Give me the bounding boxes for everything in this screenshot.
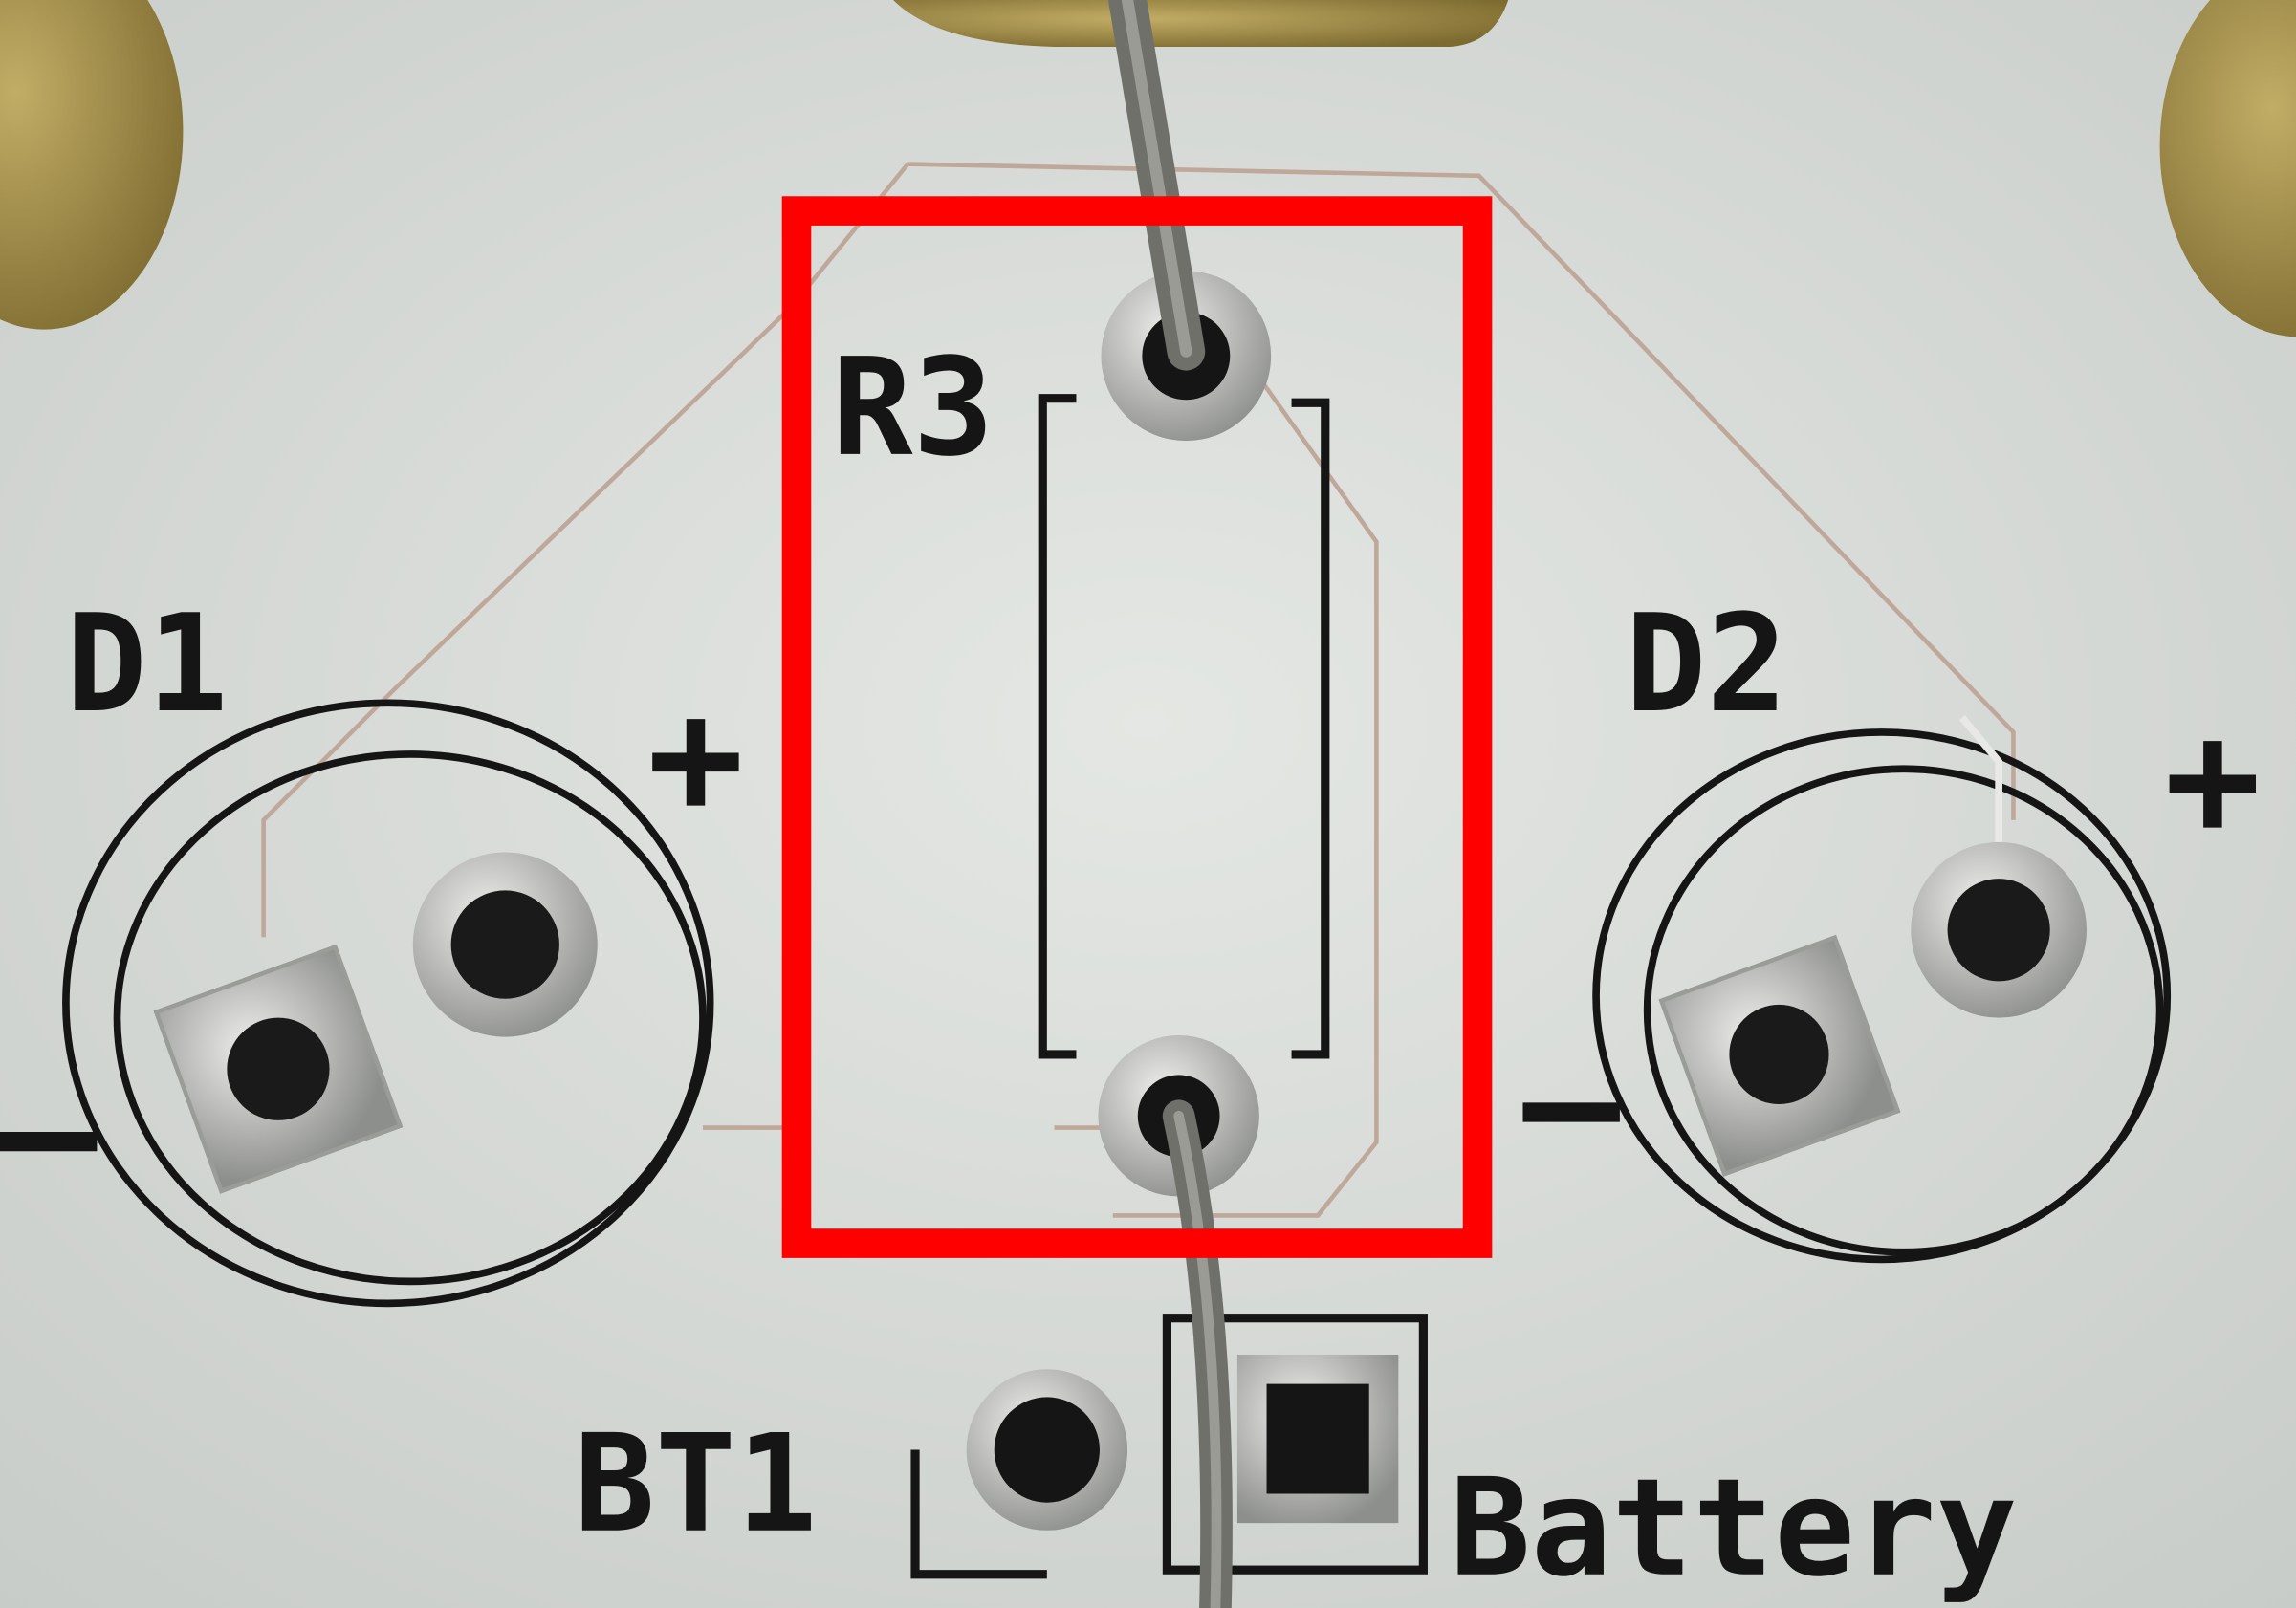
board-outline-trace (261, 162, 2016, 1218)
battery-label: Battery (1450, 1450, 2018, 1607)
d2-footprint (1592, 715, 2172, 1264)
d2-minus-label: – (1523, 1008, 1621, 1195)
bt1-label: BT1 (574, 1406, 817, 1563)
r3-label: R3 (832, 330, 995, 487)
r3-highlight-box (781, 196, 1493, 1258)
d2-label: D2 (1626, 586, 1788, 743)
d1-minus-label: – (0, 1037, 98, 1225)
d1-plus-label: + (647, 663, 744, 851)
d1-footprint (62, 699, 714, 1308)
gold-pads (0, 0, 2296, 337)
bt1-footprint (910, 1314, 1428, 1579)
d2-plus-label: + (2164, 685, 2261, 873)
component-leads (1108, 0, 1233, 1608)
d1-label: D1 (66, 586, 229, 743)
